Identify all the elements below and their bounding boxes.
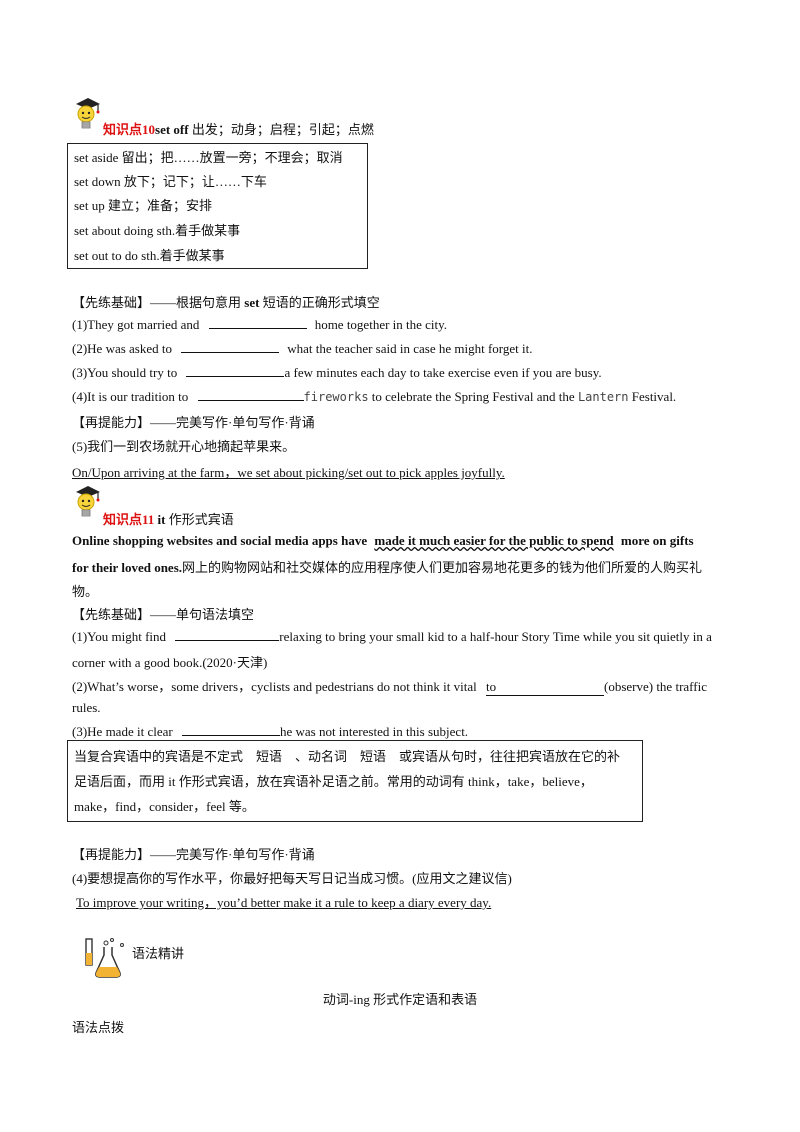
- example-a: Online shopping websites and social medi…: [72, 533, 368, 548]
- exercise1-q3: (3)You should try to a few minutes each …: [72, 364, 602, 381]
- q2-text-b: what the teacher said in case he might f…: [287, 341, 533, 356]
- rule-line-1: 当复合宾语中的宾语是不定式 短语 、动名词 短语 或宾语从句时，往往把宾语放在它…: [74, 749, 621, 764]
- q2-blank[interactable]: [181, 340, 280, 353]
- example-highlight: made it much easier for the public to sp…: [374, 533, 614, 548]
- q3-text-b: a few minutes each day to take exercise …: [284, 365, 602, 380]
- phrase-set-about: set about doing sth.着手做某事: [74, 223, 241, 238]
- kp11-label: 知识点11: [103, 512, 155, 527]
- scholar-lightbulb-icon-2: [76, 486, 100, 517]
- e2q3-text-a: (3)He made it clear: [72, 724, 173, 739]
- kp11-phrase: it: [157, 512, 166, 527]
- scholar-lightbulb-icon: [76, 98, 100, 129]
- set-phrases-box: [67, 143, 368, 269]
- e2q1-text-b: relaxing to bring your small kid to a ha…: [279, 629, 712, 644]
- q3-text-a: (3)You should try to: [72, 365, 178, 380]
- phrase-set-up: set up 建立；准备；安排: [74, 198, 212, 213]
- q2-text-a: (2)He was asked to: [72, 341, 172, 356]
- exercise3-title: 【再提能力】——完美写作·单句写作·背诵: [72, 847, 315, 862]
- phrase-set-out: set out to do sth.着手做某事: [74, 248, 225, 263]
- rule-line-3: make，find，consider，feel 等。: [74, 799, 255, 814]
- exercise2-q1-cont: corner with a good book.(2020·天津): [72, 655, 268, 670]
- exercise1-q4: (4)It is our tradition to fireworks to c…: [72, 388, 676, 405]
- exercise2-title: 【先练基础】——单句语法填空: [72, 607, 255, 622]
- kp10-heading: 知识点10set off 出发；动身；启程；引起；点燃: [103, 119, 374, 138]
- kp10-label: 知识点10: [103, 122, 156, 137]
- exercise1-title-a: 【先练基础】——根据句意用: [72, 295, 245, 310]
- q1-text-b: home together in the city.: [314, 317, 448, 332]
- exercise2-q2-cont: rules.: [72, 700, 101, 715]
- exercise2-q1: (1)You might find relaxing to bring your…: [72, 628, 712, 645]
- e2q1-text-a: (1)You might find: [72, 629, 167, 644]
- phrase-set-aside: set aside 留出；把……放置一旁；不理会；取消: [74, 150, 343, 165]
- e2q2-text-c: (observe) the traffic: [603, 679, 707, 694]
- example-translation-end: 物。: [72, 584, 99, 599]
- grammar-sub-heading: 语法点拨: [72, 1020, 125, 1035]
- e2q2-text-a: (2)What’s worse，some drivers，cyclists an…: [72, 679, 477, 694]
- exercise3-q4: (4)要想提高你的写作水平，你最好把每天写日记当成习惯。(应用文之建议信): [72, 871, 512, 886]
- example-d: for their loved ones.: [72, 560, 183, 575]
- exercise3-a4: To improve your writing，you’d better mak…: [76, 895, 492, 910]
- e2q3-blank[interactable]: [181, 723, 280, 736]
- example-sentence-line2: for their loved ones.网上的购物网站和社交媒体的应用程序使人…: [72, 557, 702, 576]
- exercise1-title2: 【再提能力】——完美写作·单句写作·背诵: [72, 415, 315, 430]
- exercise1-q1: (1)They got married and home together in…: [72, 316, 447, 333]
- q1-text-a: (1)They got married and: [72, 317, 200, 332]
- q4-fireworks: fireworks: [303, 390, 369, 404]
- e2q1-blank[interactable]: [175, 628, 280, 641]
- exercise2-q2: (2)What’s worse，some drivers，cyclists an…: [72, 676, 707, 696]
- q4-text-c: to celebrate the Spring Festival and the: [371, 389, 575, 404]
- grammar-section-label: 语法精讲: [132, 946, 185, 961]
- kp11-heading: 知识点11 it 作形式宾语: [103, 509, 234, 528]
- exercise1-q2: (2)He was asked to what the teacher said…: [72, 340, 532, 357]
- e2q3-text-b: he was not interested in this subject.: [279, 724, 469, 739]
- q3-blank[interactable]: [186, 364, 285, 377]
- exercise1-title-set: set: [244, 295, 260, 310]
- rule-line-2: 足语后面，而用 it 作形式宾语，放在宾语补足语之前。常用的动词有 think，…: [74, 774, 593, 789]
- rule-box: [67, 740, 643, 822]
- q4-lantern: Lantern: [577, 390, 629, 404]
- kp10-phrase: set off: [155, 122, 189, 137]
- exercise1-a5: On/Upon arriving at the farm，we set abou…: [72, 465, 505, 480]
- example-translation: 网上的购物网站和社交媒体的应用程序使人们更加容易地花更多的钱为他们所爱的人购买礼: [182, 560, 703, 575]
- exercise1-title-c: 短语的正确形式填空: [259, 295, 380, 310]
- kp11-meaning: 作形式宾语: [168, 512, 234, 527]
- q4-text-e: Festival.: [631, 389, 677, 404]
- kp10-meaning: 出发；动身；启程；引起；点燃: [191, 122, 374, 137]
- e2q2-blank[interactable]: to: [485, 679, 604, 696]
- example-sentence-line1: Online shopping websites and social medi…: [72, 533, 694, 549]
- lab-flask-icon: [85, 938, 124, 978]
- exercise1-q5: (5)我们一到农场就开心地摘起苹果来。: [72, 439, 296, 454]
- q4-text-a: (4)It is our tradition to: [72, 389, 189, 404]
- example-c: more on gifts: [620, 533, 694, 548]
- phrase-set-down: set down 放下；记下；让……下车: [74, 174, 267, 189]
- exercise1-title: 【先练基础】——根据句意用 set 短语的正确形式填空: [72, 292, 380, 311]
- q4-blank[interactable]: [197, 388, 304, 401]
- grammar-center-title: 动词-ing 形式作定语和表语: [322, 992, 478, 1007]
- exercise2-q3: (3)He made it clear he was not intereste…: [72, 723, 468, 740]
- e2q2-to: to: [485, 679, 497, 694]
- q1-blank[interactable]: [208, 316, 307, 329]
